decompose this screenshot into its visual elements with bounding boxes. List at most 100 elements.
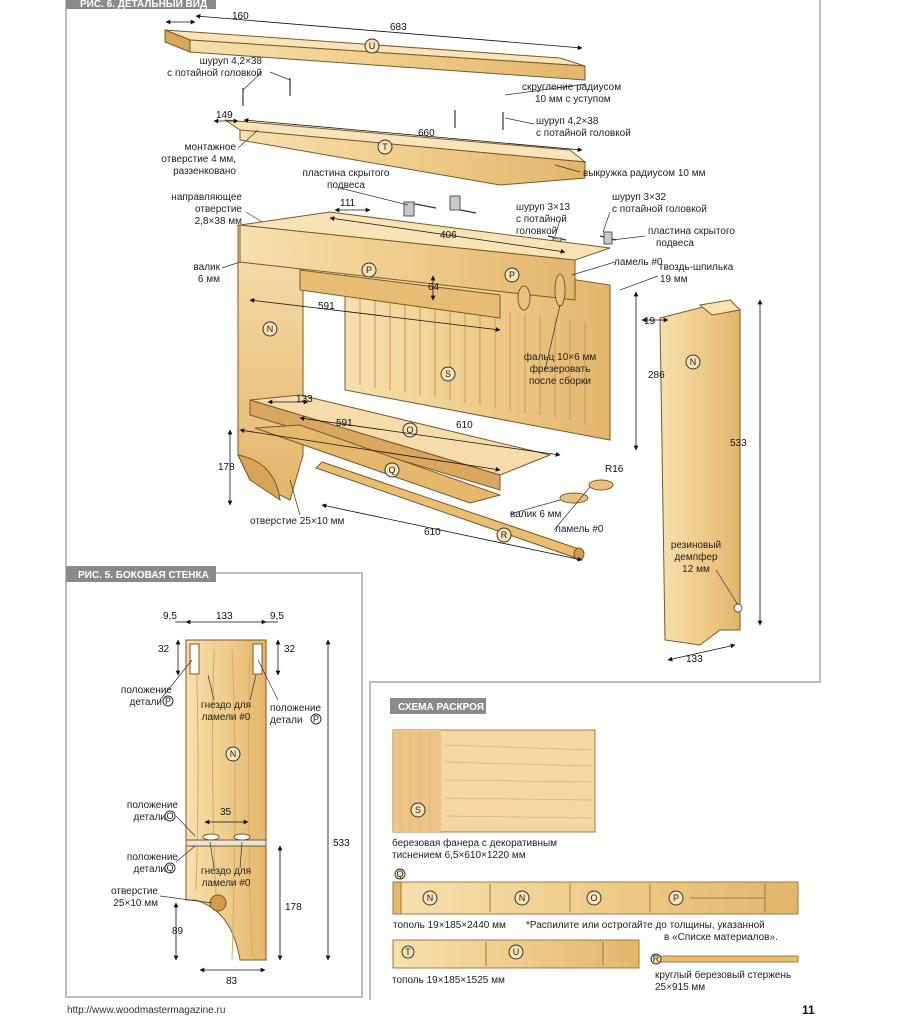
svg-text:O: O	[166, 811, 173, 821]
dim-178: 178	[218, 462, 235, 473]
fig5-leaders	[159, 659, 279, 904]
label-pos-p-right-2: детали	[270, 715, 303, 726]
dim-533: 533	[730, 438, 747, 449]
svg-text:Q: Q	[166, 863, 173, 873]
dim-133a: 133	[296, 394, 313, 405]
fig5-dims: 9,5 133 9,5 32 32 35 533 178 89 83	[158, 611, 350, 987]
dim-19: 19	[644, 316, 656, 327]
svg-text:N: N	[427, 893, 434, 903]
dim-9-5b: 9,5	[270, 611, 284, 622]
label-socket-top-2: ламели #0	[202, 712, 251, 723]
poplar2-label: тополь 19×185×1525 мм	[392, 975, 505, 986]
rod-label-2: 25×915 мм	[655, 982, 705, 993]
label-lamella-bottom: ламель #0	[555, 524, 604, 535]
dim-286: 286	[648, 370, 665, 381]
label-pilot-2: отверстие	[195, 204, 242, 215]
dim-32a: 32	[158, 644, 170, 655]
label-pilot-3: 2,8×38 мм	[195, 216, 243, 227]
label-rabbet-2: фрезеровать	[530, 363, 591, 375]
label-pos-p-left-2: детали	[129, 697, 162, 708]
svg-text:N: N	[519, 893, 526, 903]
label-hidden-plate-right-2: подвеса	[656, 238, 694, 249]
label-damper-3: 12 мм	[682, 564, 710, 575]
dim-178: 178	[285, 902, 302, 913]
cutting-note: *Распилите или острогайте до толщины, ук…	[526, 920, 778, 943]
plywood-label-1: березовая фанера с декоративным	[392, 837, 557, 849]
dim-83: 83	[226, 976, 238, 987]
label-damper-2: демпфер	[674, 551, 717, 563]
fig5-tags	[162, 695, 322, 874]
label-hidden-plate-right-1: пластина скрытого	[648, 226, 735, 237]
fig6-header: РИС. 6. ДЕТАЛЬНЫЙ ВИД	[66, 0, 216, 10]
right-side-n	[659, 299, 743, 646]
label-rabbet-3: после сборки	[529, 375, 591, 387]
label-mount-hole-2: отверстие 4 мм,	[161, 154, 236, 165]
label-screw-mid-1: шуруп 4,2×38	[536, 116, 599, 127]
label-hole-1: отверстие	[111, 886, 158, 897]
tag-r: R	[501, 530, 508, 540]
label-mount-hole-3: раззенковано	[173, 166, 236, 177]
dim-406: 406	[440, 230, 457, 241]
label-screw-3x13-1: шуруп 3×13	[516, 202, 571, 213]
fig6-header-text: РИС. 6. ДЕТАЛЬНЫЙ ВИД	[80, 0, 207, 10]
dim-111: 111	[340, 198, 356, 209]
label-socket-bottom-1: гнездо для	[201, 866, 251, 877]
label-pilot-1: направляющее	[171, 192, 242, 203]
tag-q: Q	[388, 465, 395, 475]
label-dowel-left-2: 6 мм	[198, 274, 220, 285]
svg-text:O: O	[590, 893, 597, 903]
label-screw-3x32-2: с потайной головкой	[612, 204, 707, 215]
figure-frames	[65, 0, 821, 1000]
birch-rod: R	[650, 953, 799, 965]
footer-url[interactable]: http://www.woodmastermagazine.ru	[67, 1005, 226, 1016]
dim-32b: 32	[284, 644, 296, 655]
rod-label-1: круглый березовый стержень	[655, 969, 791, 981]
tag-t: T	[382, 142, 388, 152]
label-pos-p-right-1: положение	[270, 703, 322, 714]
label-screw-mid-2: с потайной головкой	[536, 128, 631, 139]
label-screw-3x13-3: головкой	[516, 226, 557, 237]
cutting-header-text: СХЕМА РАСКРОЯ	[398, 702, 484, 713]
dim-r16: R16	[605, 464, 624, 475]
dim-160: 160	[232, 11, 249, 22]
poplar1-label: тополь 19×185×2440 мм	[393, 920, 506, 931]
label-mount-hole-1: монтажное	[185, 142, 237, 153]
label-screw-3x32-1: шуруп 3×32	[612, 192, 667, 203]
dim-591b: 591	[336, 418, 353, 429]
cutting-note-1: *Распилите или острогайте до толщины, ук…	[526, 920, 765, 931]
tag-p: P	[509, 270, 515, 280]
plywood-sheet: S	[392, 729, 596, 833]
dim-64: 64	[428, 282, 440, 293]
label-round-edge-1: скругление радиусом	[522, 82, 621, 93]
poplar-board-1: Q N N O P	[392, 868, 799, 915]
svg-text:S: S	[415, 805, 421, 815]
label-screw-top-1: шуруп 4,2×38	[200, 56, 263, 67]
dim-149: 149	[216, 110, 233, 121]
fig5-header-text: РИС. 5. БОКОВАЯ СТЕНКА	[78, 570, 209, 581]
dim-133: 133	[216, 611, 233, 622]
label-screw-top-2: с потайной головкой	[167, 68, 262, 79]
svg-text:Q: Q	[396, 869, 403, 879]
fig5-tag-letters: P P O Q	[165, 696, 319, 873]
svg-text:P: P	[165, 696, 171, 706]
label-cove: выкружка радиусом 10 мм	[583, 168, 706, 179]
svg-text:R: R	[653, 954, 660, 964]
label-pos-o-1: положение	[127, 800, 179, 811]
label-pos-q-1: положение	[127, 852, 179, 863]
dim-35: 35	[220, 807, 232, 818]
tag-s: S	[445, 369, 451, 379]
poplar-board-2: T U	[392, 939, 640, 969]
